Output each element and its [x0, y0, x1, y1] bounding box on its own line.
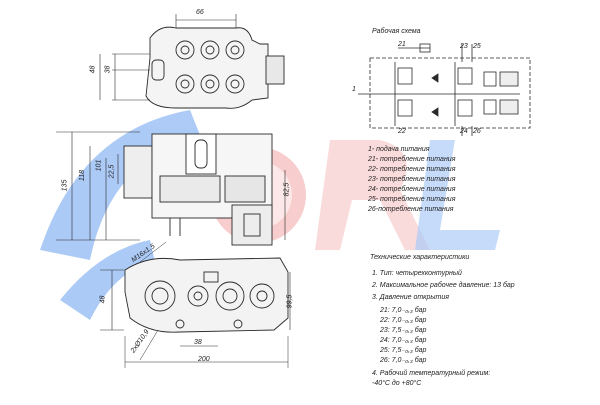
pressure-item: 21: 7,0₋₀,₃ бар: [380, 307, 427, 314]
spec-item: 1. Тип: четырехконтурный: [372, 270, 462, 277]
dim-top-h1: 48: [89, 65, 97, 74]
pressure-item: 26: 7,0₋₀,₃ бар: [380, 357, 427, 364]
pressure-item: 25: 7,5₋₀,₃ бар: [380, 347, 427, 354]
scheme-title: Рабочая схема: [372, 28, 421, 35]
specs-title: Технические характеристики: [370, 254, 470, 261]
legend-item: 21- потребление питания: [368, 156, 456, 163]
pressure-item: 22: 7,0₋₀,₃ бар: [380, 317, 427, 324]
spec-temp-label: 4. Рабочий температурный режим:: [372, 370, 491, 377]
dim-mid-h3: 101: [95, 159, 103, 172]
top-view: [99, 14, 285, 109]
dim-bot-w2: 200: [198, 356, 210, 363]
dim-top-width: 66: [196, 9, 204, 16]
dim-bot-h2: 99,5: [286, 294, 294, 309]
port-25: 25: [473, 43, 481, 50]
legend-item: 22- потребление питания: [368, 166, 456, 173]
spec-item: 2. Максимальное рабочее давление: 13 бар: [372, 282, 515, 289]
port-24: 24: [460, 128, 468, 135]
legend-item: 26-потребление питания: [368, 206, 454, 213]
legend-item: 1- подача питания: [368, 146, 430, 153]
dim-top-h2: 38: [104, 65, 112, 74]
legend-item: 25- потребление питания: [368, 196, 456, 203]
legend-item: 24- потребление питания: [368, 186, 456, 193]
dim-bot-h1: 48: [99, 295, 107, 304]
dim-mid-h1: 135: [61, 179, 69, 192]
port-22: 22: [398, 128, 406, 135]
port-26: 26: [473, 128, 481, 135]
pressure-item: 23: 7,5₋₀,₃ бар: [380, 327, 427, 334]
port-1: 1: [352, 86, 356, 93]
spec-item: 3. Давление открытия: [372, 294, 449, 301]
pressure-item: 24: 7,0₋₀,₃ бар: [380, 337, 427, 344]
dim-mid-h4: 22,5: [108, 164, 116, 179]
bottom-view: [100, 241, 291, 368]
port-23: 23: [460, 43, 468, 50]
port-21: 21: [398, 41, 406, 48]
dim-mid-h2: 118: [79, 169, 87, 182]
pneumatic-scheme: [358, 43, 531, 136]
front-view: [56, 131, 286, 246]
legend-item: 23- потребление питания: [368, 176, 456, 183]
dim-bot-w1: 38: [194, 339, 202, 346]
spec-temp-range: -40°C до +80°C: [372, 380, 422, 387]
dim-mid-h5: 82,5: [283, 182, 291, 197]
